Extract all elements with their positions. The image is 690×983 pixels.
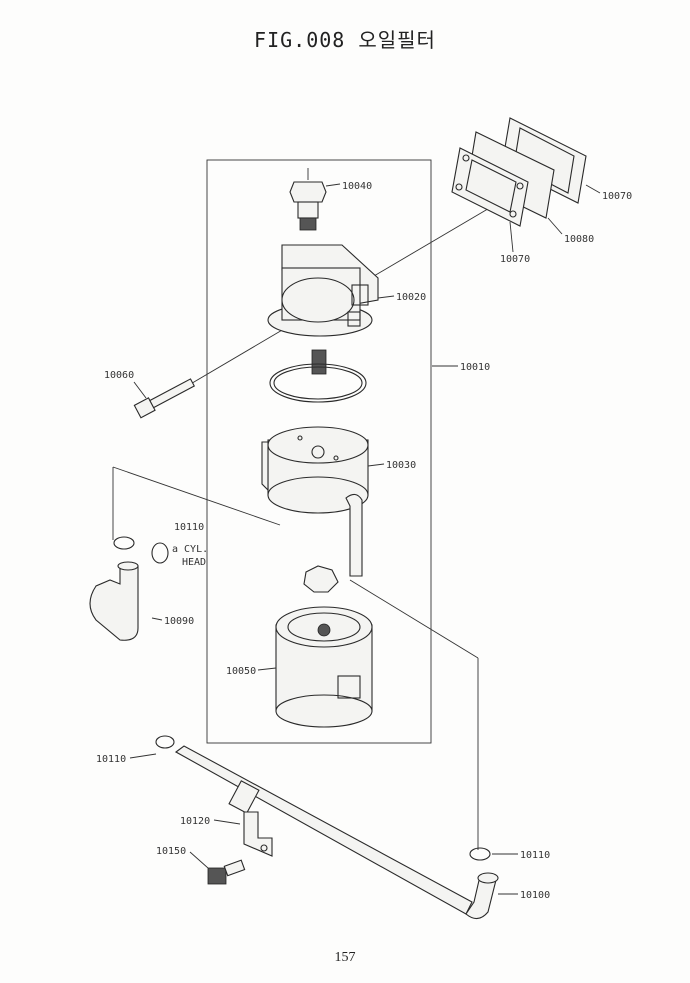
- pipe-bracket: [243, 811, 273, 857]
- assembly-frame: [206, 159, 432, 744]
- page-number: 157: [334, 950, 356, 965]
- o-ring-inner: [273, 366, 363, 400]
- filter-cartridge: [275, 606, 373, 728]
- long-oil-pipe: [174, 745, 499, 920]
- label-10050: 10050: [226, 666, 256, 677]
- hose-clamp-d: [469, 847, 491, 861]
- long-bolt: [133, 378, 196, 419]
- o-ring: [269, 363, 367, 403]
- label-10040: 10040: [342, 181, 372, 192]
- label-10070-bottom: 10070: [500, 254, 530, 265]
- label-10090: 10090: [164, 616, 194, 627]
- banjo-bolt: [289, 168, 327, 231]
- label-10110-left: 10110: [96, 754, 126, 765]
- hose-route-line-b: [112, 466, 281, 526]
- hose-route-line-c: [349, 579, 479, 659]
- label-10060: 10060: [104, 370, 134, 381]
- label-10070-top: 10070: [602, 191, 632, 202]
- oil-cooler-body: [261, 426, 369, 577]
- label-10020: 10020: [396, 292, 426, 303]
- label-head: HEAD: [182, 557, 206, 568]
- figure-title: FIG.008 오일필터: [254, 28, 436, 52]
- label-10100: 10100: [520, 890, 550, 901]
- hose-clamp-a: [113, 536, 135, 550]
- elbow-hose: [89, 565, 139, 641]
- label-10010: 10010: [460, 362, 490, 373]
- label-10110-right: 10110: [520, 850, 550, 861]
- hose-clamp-b: [151, 542, 169, 564]
- filter-head: [267, 244, 379, 375]
- label-10030: 10030: [386, 460, 416, 471]
- hex-nut: [303, 565, 339, 593]
- hose-clamp-c: [155, 735, 175, 749]
- label-cyl: a CYL.: [172, 544, 208, 555]
- gasket-plate-group: [451, 117, 587, 227]
- bracket-bolt: [207, 859, 246, 885]
- elbow-hose-end: [117, 561, 139, 571]
- label-10080: 10080: [564, 234, 594, 245]
- label-10110-upper: 10110: [174, 522, 204, 533]
- label-10150: 10150: [156, 846, 186, 857]
- label-10120: 10120: [180, 816, 210, 827]
